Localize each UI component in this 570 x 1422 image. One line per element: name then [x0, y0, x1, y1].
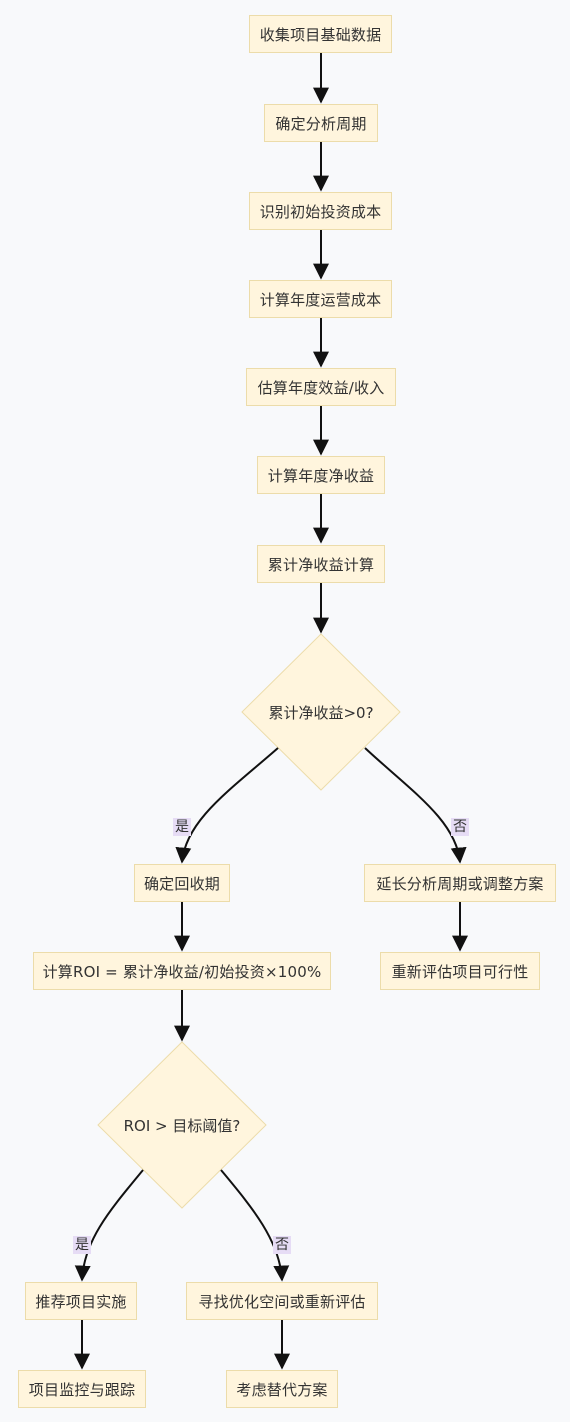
decision-label-roi: ROI > 目标阈值? [123, 1116, 241, 1135]
edge-decision2-no [220, 1169, 290, 1282]
node-extend-period-or-adjust: 延长分析周期或调整方案 [364, 864, 556, 902]
node-determine-period: 确定分析周期 [264, 104, 378, 142]
node-collect-data: 收集项目基础数据 [249, 15, 392, 53]
node-estimate-annual-revenue: 估算年度效益/收入 [246, 368, 396, 406]
edge-label-no-2: 否 [273, 1236, 291, 1254]
decision-diamond-roi [97, 1041, 267, 1209]
edge-decision1-yes [175, 747, 279, 864]
node-reevaluate-feasibility: 重新评估项目可行性 [380, 952, 540, 990]
node-seek-optimization: 寻找优化空间或重新评估 [186, 1282, 378, 1320]
node-determine-payback-period: 确定回收期 [134, 864, 230, 902]
edge-label-yes-1: 是 [173, 818, 191, 836]
node-calc-annual-operating-cost: 计算年度运营成本 [249, 280, 392, 318]
node-identify-initial-cost: 识别初始投资成本 [249, 192, 392, 230]
edge-label-no-1: 否 [451, 818, 469, 836]
edge-decision1-no [364, 747, 467, 864]
node-consider-alternatives: 考虑替代方案 [226, 1370, 338, 1408]
node-recommend-implementation: 推荐项目实施 [25, 1282, 137, 1320]
node-calc-roi: 计算ROI = 累计净收益/初始投资×100% [33, 952, 331, 990]
node-monitor-and-track: 项目监控与跟踪 [18, 1370, 146, 1408]
node-cumulative-net-benefit: 累计净收益计算 [257, 545, 385, 583]
edge-decision2-yes [74, 1169, 144, 1282]
decision-diamond-cumulative [241, 633, 401, 791]
edge-label-yes-2: 是 [73, 1236, 91, 1254]
decision-label-cumulative: 累计净收益>0? [268, 703, 374, 722]
node-calc-annual-net-benefit: 计算年度净收益 [257, 456, 385, 494]
